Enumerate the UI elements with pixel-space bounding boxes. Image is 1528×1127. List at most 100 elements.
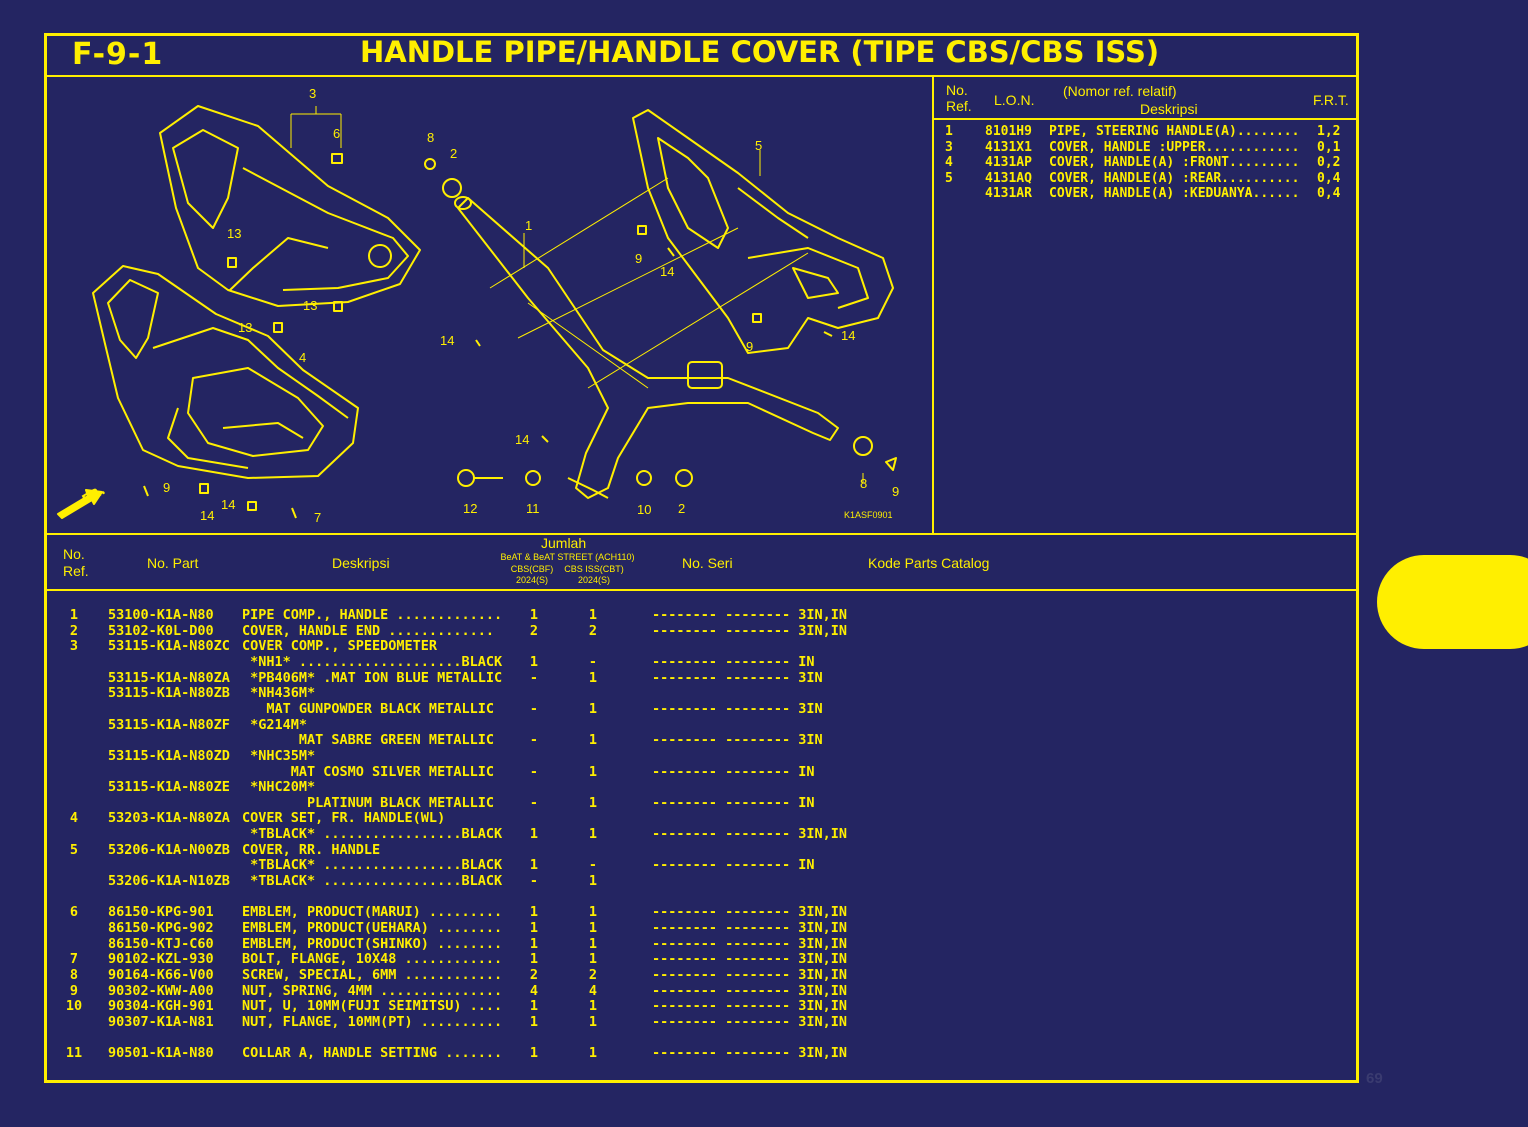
cell-j2: 1 xyxy=(588,1013,598,1030)
cell-seri: -------- -------- IN xyxy=(652,794,815,811)
ref-cell-frt: 0,1 xyxy=(1317,139,1341,155)
rear-cover-drawing xyxy=(632,109,894,354)
cell-j1: 1 xyxy=(529,1013,539,1030)
cell-desc: COVER SET, FR. HANDLE(WL) xyxy=(242,810,446,827)
cell-desc: EMBLEM, PRODUCT(UEHARA) ........ xyxy=(242,920,503,936)
section-code: F-9-1 xyxy=(72,37,164,72)
ref-cell-frt: 0,4 xyxy=(1317,170,1341,186)
cell-seri: -------- -------- 3IN,IN xyxy=(652,826,848,843)
cell-ref: 5 xyxy=(69,841,79,858)
ref-cell-lon: 4131AR xyxy=(985,186,1032,202)
cell-ref: 7 xyxy=(69,951,79,968)
cell-seri: -------- -------- 3IN,IN xyxy=(652,998,848,1015)
cell-part: 90501-K1A-N80 xyxy=(108,1045,214,1062)
page-tab[interactable] xyxy=(1377,555,1528,649)
cell-j1: - xyxy=(529,700,539,717)
cell-desc: *NH1* ....................BLACK xyxy=(242,653,503,670)
cell-part: 86150-KPG-901 xyxy=(108,904,214,921)
cell-desc: *NHC35M* xyxy=(242,747,316,764)
cell-desc: MAT GUNPOWDER BLACK METALLIC xyxy=(242,700,494,717)
parts-diagram: 3 6 8 2 1 5 13 13 13 4 9 14 14 9 14 14 9… xyxy=(57,86,899,525)
parts-header-no: No.Ref. xyxy=(63,546,89,579)
parts-header-model: BeAT & BeAT STREET (ACH110) xyxy=(500,552,635,562)
svg-text:8: 8 xyxy=(427,130,434,145)
ref-cell-ref: 4 xyxy=(945,155,953,171)
cell-desc: NUT, SPRING, 4MM ............... xyxy=(242,982,503,999)
cell-j1: 1 xyxy=(529,951,539,968)
ref-cell-frt: 0,4 xyxy=(1317,186,1341,202)
cell-part: 86150-KPG-902 xyxy=(108,920,214,936)
parts-header-kode: Kode Parts Catalog xyxy=(868,555,990,571)
parts-header-part: No. Part xyxy=(147,555,199,571)
cell-j2: - xyxy=(588,653,598,670)
cell-j1: 1 xyxy=(529,607,539,623)
cell-j2: 1 xyxy=(588,669,598,686)
cell-j2: 1 xyxy=(588,700,598,717)
cell-desc: MAT COSMO SILVER METALLIC xyxy=(242,763,494,780)
svg-text:K1ASF0901: K1ASF0901 xyxy=(844,510,893,520)
cell-j1: 2 xyxy=(529,966,539,983)
cell-j2: 1 xyxy=(588,826,598,843)
cell-j2: 1 xyxy=(588,1045,598,1062)
cell-part: 90304-KGH-901 xyxy=(108,998,214,1015)
cell-part: 53102-K0L-D00 xyxy=(108,622,214,639)
cell-desc: *PB406M* .MAT ION BLUE METALLIC xyxy=(242,669,503,686)
svg-text:2: 2 xyxy=(450,146,457,161)
cell-j1: 1 xyxy=(529,653,539,670)
cell-j1: 1 xyxy=(529,826,539,843)
svg-text:6: 6 xyxy=(333,126,340,141)
ref-cell-ref xyxy=(945,186,985,202)
cell-desc: *TBLACK* .................BLACK xyxy=(242,873,503,890)
cell-j2: 1 xyxy=(588,904,598,921)
cell-j2: 4 xyxy=(588,982,598,999)
table-top-divider xyxy=(46,533,1358,535)
upper-cover-drawing xyxy=(159,105,421,307)
cell-seri: -------- -------- 3IN,IN xyxy=(652,904,848,921)
ref-header-frt: F.R.T. xyxy=(1313,92,1349,108)
svg-text:9: 9 xyxy=(163,480,170,495)
cell-desc: COVER, HANDLE END ............. xyxy=(242,622,494,639)
svg-text:5: 5 xyxy=(755,138,762,153)
ref-cell-lon: 4131AP xyxy=(985,155,1032,171)
cell-part: 53115-K1A-N80ZA xyxy=(108,669,230,686)
cell-desc: *NH436M* xyxy=(242,685,316,702)
cell-seri: -------- -------- 3IN,IN xyxy=(652,982,848,999)
ref-cell-ref: 3 xyxy=(945,139,953,155)
svg-text:9: 9 xyxy=(635,251,642,266)
svg-text:14: 14 xyxy=(515,432,529,447)
svg-text:7: 7 xyxy=(314,510,321,525)
cell-j1: 1 xyxy=(529,857,539,874)
diagram-divider xyxy=(932,76,934,534)
ref-cell-desc: PIPE, STEERING HANDLE(A)........ xyxy=(1049,124,1300,139)
ref-cell-desc: COVER, HANDLE(A) :FRONT......... xyxy=(1049,155,1300,171)
parts-header-jumlah: Jumlah xyxy=(541,535,587,551)
cell-desc: PIPE COMP., HANDLE ............. xyxy=(242,607,503,623)
svg-text:13: 13 xyxy=(227,226,241,241)
cell-part: 90102-KZL-930 xyxy=(108,951,214,968)
svg-text:13: 13 xyxy=(238,320,252,335)
cell-seri: -------- -------- IN xyxy=(652,763,815,780)
cell-part: 90302-KWW-A00 xyxy=(108,982,214,999)
cell-seri: -------- -------- 3IN,IN xyxy=(652,1045,848,1062)
page-number: 69 xyxy=(1366,1070,1383,1087)
cell-j1: 1 xyxy=(529,1045,539,1062)
cell-seri: -------- -------- 3IN,IN xyxy=(652,951,848,968)
cell-j1: - xyxy=(529,763,539,780)
cell-j2: 1 xyxy=(588,935,598,952)
cell-j2: 1 xyxy=(588,951,598,968)
cell-seri: -------- -------- 3IN,IN xyxy=(652,607,848,623)
cell-desc: MAT SABRE GREEN METALLIC xyxy=(242,732,494,749)
ref-cell-desc: COVER, HANDLE :UPPER............ xyxy=(1049,139,1300,155)
parts-header-col1: CBS(CBF)2024(S) xyxy=(510,564,554,585)
cell-part: 90164-K66-V00 xyxy=(108,966,214,983)
cell-j2: 2 xyxy=(588,966,598,983)
ref-header-lon: L.O.N. xyxy=(994,92,1035,108)
cell-part: 53206-K1A-N00ZB xyxy=(108,841,230,858)
cell-seri: -------- -------- 3IN,IN xyxy=(652,920,848,936)
cell-j2: 1 xyxy=(588,920,598,936)
ref-header-no: No.Ref. xyxy=(946,82,972,114)
cell-j1: - xyxy=(529,794,539,811)
